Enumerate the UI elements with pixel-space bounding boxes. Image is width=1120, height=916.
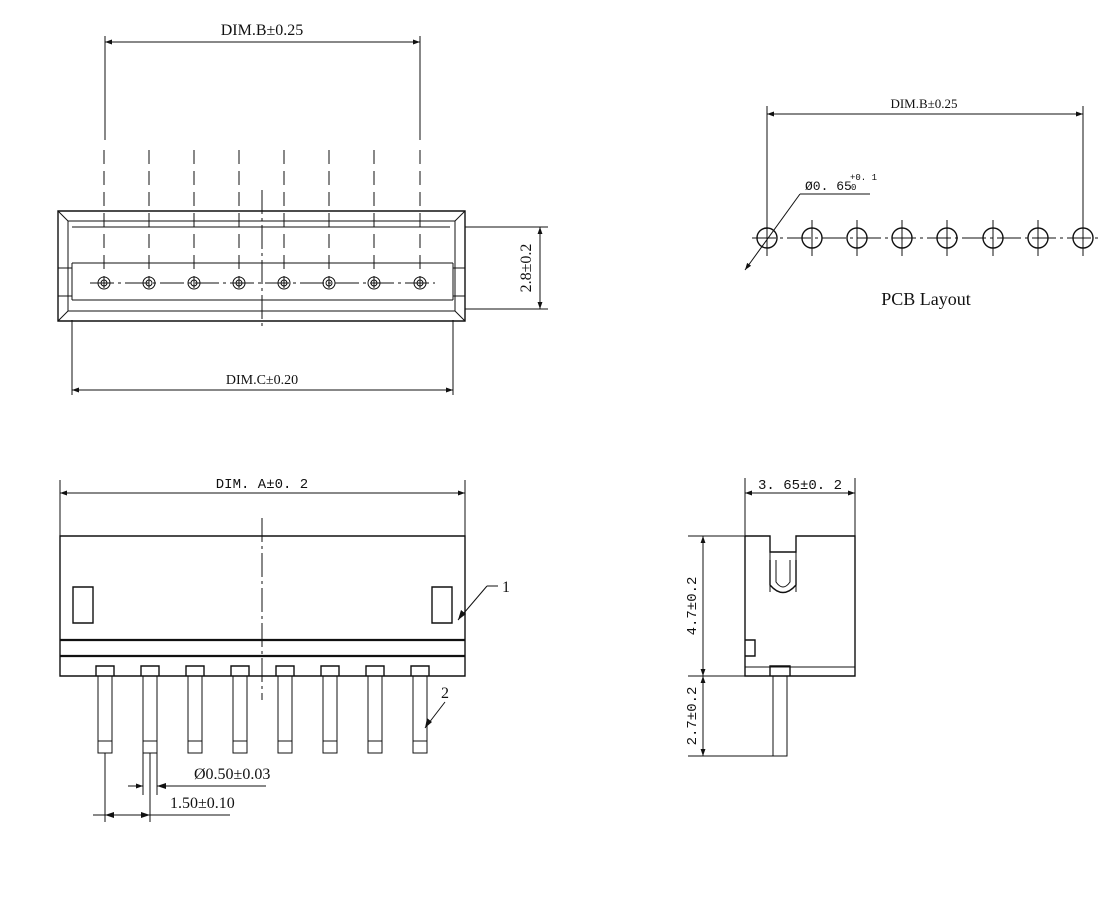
housing-chamfer [455, 211, 465, 221]
pin-dia-label: Ø0.50±0.03 [194, 766, 270, 783]
dim-b-label: DIM.B±0.25 [221, 22, 304, 39]
hole-tol-upper: +0. 1 [850, 173, 877, 183]
front-pin [276, 666, 294, 753]
housing-chamfer [58, 311, 68, 321]
hole-leader-diag [745, 194, 800, 270]
side-pin-notch [770, 666, 790, 676]
side-body [745, 536, 855, 676]
front-pin [186, 666, 204, 753]
dim-c-label: DIM.C±0.20 [226, 373, 298, 388]
latch-window-left [73, 587, 93, 623]
pitch-arrow-left [105, 812, 114, 818]
callout-2-arrow [425, 718, 432, 728]
dim-a-label: DIM. A±0. 2 [216, 477, 308, 493]
top-view: DIM.B±0.25 [58, 22, 548, 395]
pitch-arrow-right [141, 812, 150, 818]
front-view: DIM. A±0. 2 [60, 477, 510, 822]
top-pin [143, 277, 155, 289]
pin-length-label: 2.7±0.2 [685, 687, 701, 746]
front-pin [231, 666, 249, 753]
pcb-hole [757, 220, 777, 256]
callout-2-label: 2 [441, 685, 449, 702]
side-latch-slot-inner [776, 560, 790, 587]
pcb-hole [937, 220, 957, 256]
housing-chamfer [455, 311, 465, 321]
side-view: 3. 65±0. 2 4.7±0.2 2.7±0.2 [685, 478, 855, 756]
callout-1-arrow [458, 610, 466, 620]
pitch-label: 1.50±0.10 [170, 795, 235, 812]
side-latch-tab [745, 640, 755, 656]
depth-label: 3. 65±0. 2 [758, 478, 842, 494]
top-pin [188, 277, 200, 289]
side-pin [773, 676, 787, 756]
body-height-label: 4.7±0.2 [685, 577, 701, 636]
front-pin [141, 666, 159, 753]
pcb-layout-caption: PCB Layout [881, 289, 971, 309]
pcb-hole [983, 220, 1003, 256]
pcb-dim-b-label: DIM.B±0.25 [890, 96, 957, 111]
top-pins [98, 277, 426, 289]
latch-window-right [432, 587, 452, 623]
pcb-holes [757, 220, 1093, 256]
callout-1-label: 1 [502, 579, 510, 596]
top-pin [233, 277, 245, 289]
pin-dia-arrow-right [157, 783, 166, 789]
top-pin [98, 277, 110, 289]
pin-centerlines [104, 150, 420, 288]
housing-chamfer [58, 211, 68, 221]
pcb-hole [847, 220, 867, 256]
front-pin [411, 666, 429, 753]
side-latch-slot [770, 560, 796, 593]
hole-tol-lower: 0 [851, 183, 856, 193]
pcb-hole [1073, 220, 1093, 256]
height-label: 2.8±0.2 [518, 244, 535, 293]
front-pin [96, 666, 114, 753]
top-pin [278, 277, 290, 289]
top-pin [323, 277, 335, 289]
top-pin [368, 277, 380, 289]
hole-dia-label: Ø0. 65 [805, 179, 852, 194]
pcb-hole [1028, 220, 1048, 256]
front-pin [321, 666, 339, 753]
pcb-layout: DIM.B±0.25 Ø0. 65 +0. 1 0 PCB Layout [745, 96, 1100, 309]
pcb-hole [892, 220, 912, 256]
top-pin [414, 277, 426, 289]
front-pin [366, 666, 384, 753]
pcb-hole [802, 220, 822, 256]
